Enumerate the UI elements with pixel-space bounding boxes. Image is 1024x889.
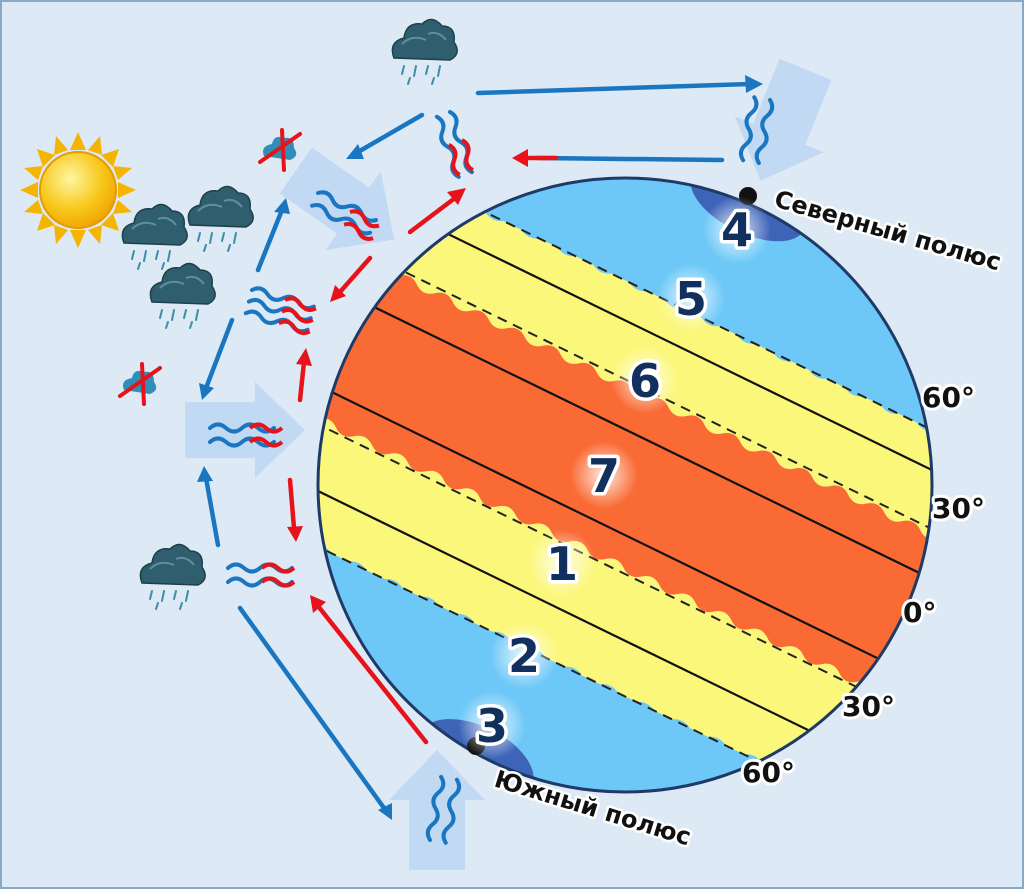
zone-label-1: 1 — [546, 537, 578, 591]
zone-label-4: 4 — [721, 203, 753, 257]
zone-label-5: 5 — [675, 272, 707, 326]
latitude-label-south-30: 30° — [842, 690, 895, 723]
latitude-label-north-30: 30° — [932, 492, 985, 525]
latitude-lines — [318, 186, 932, 777]
latitude-label-south-60: 60° — [742, 756, 795, 789]
globe-outline — [316, 176, 934, 794]
air-flow-waves — [208, 94, 776, 846]
sun-icon — [20, 132, 136, 248]
zone-label-2: 2 — [508, 629, 540, 683]
zone-label-6: 6 — [629, 354, 661, 408]
latitude-label-equator: 0° — [903, 596, 936, 629]
latitude-label-north-60: 60° — [922, 381, 975, 414]
circulation-arrows — [197, 75, 763, 820]
zone-label-3: 3 — [476, 699, 508, 753]
zone-label-7: 7 — [588, 449, 620, 503]
